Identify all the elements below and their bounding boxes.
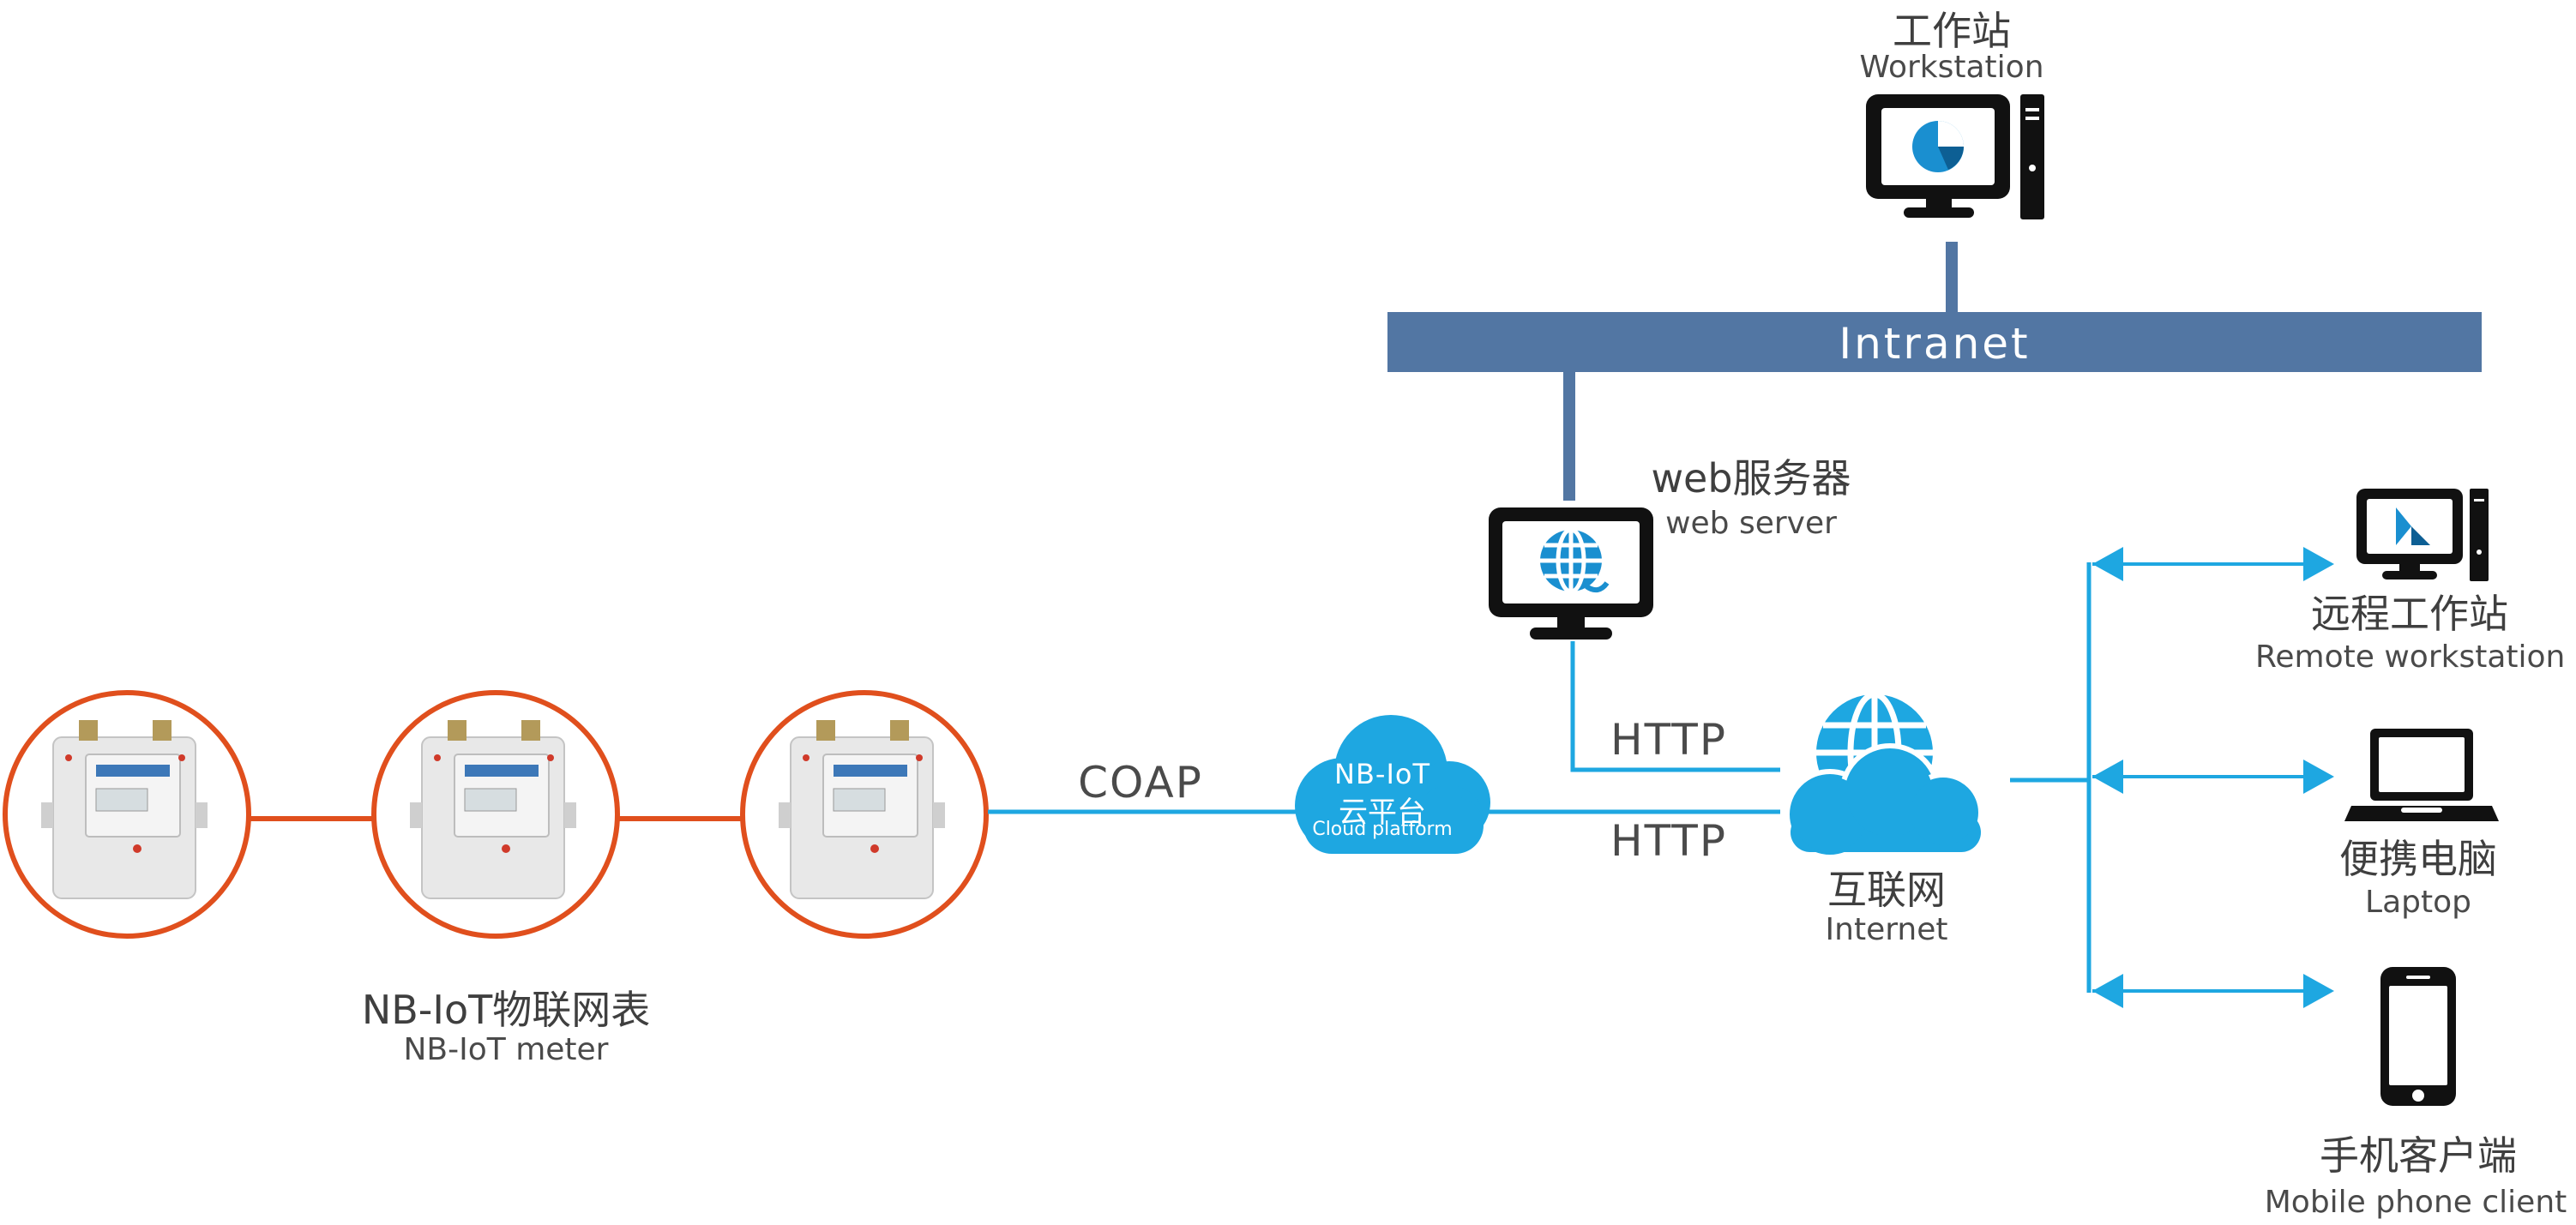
coap-label: COAP	[1078, 758, 1203, 808]
meters-label-zh: NB-IoT物联网表	[361, 987, 651, 1033]
workstation-label-zh: 工作站	[1893, 8, 2011, 54]
internet-label-zh: 互联网	[1827, 867, 1946, 913]
laptop-label-zh: 便携电脑	[2339, 836, 2497, 882]
cloud-label-zh: 云平台	[1339, 796, 1426, 830]
laptop-label-en: Laptop	[2365, 885, 2471, 920]
http-bottom-label: HTTP	[1610, 816, 1727, 866]
web-server-label-zh: web服务器	[1651, 455, 1851, 501]
remote-workstation-label-en: Remote workstation	[2255, 640, 2566, 675]
meter-2	[371, 690, 620, 939]
nbiot-cloud-icon	[1295, 715, 1490, 854]
http-top-label: HTTP	[1610, 715, 1727, 765]
meter-1	[3, 690, 251, 939]
cloud-label-en: Cloud platform	[1312, 819, 1453, 840]
meters-label-en: NB-IoT meter	[403, 1032, 609, 1067]
web-server-icon	[1489, 507, 1653, 640]
mobile-phone-icon	[2380, 967, 2456, 1106]
mobile-label-zh: 手机客户端	[2320, 1132, 2517, 1179]
workstation-intranet-link	[1946, 242, 1958, 314]
remote-workstation-label-zh: 远程工作站	[2311, 591, 2508, 637]
internet-icon	[1785, 691, 1983, 860]
meter-3	[740, 690, 989, 939]
webserver-internet-link	[1570, 641, 1780, 772]
cloud-title: NB-IoT	[1334, 758, 1430, 790]
workstation-label-en: Workstation	[1859, 50, 2044, 85]
webserver-intranet-link	[1563, 370, 1575, 501]
mobile-label-en: Mobile phone client	[2264, 1185, 2567, 1220]
intranet-label: Intranet	[1839, 319, 2031, 369]
workstation-icon	[1866, 94, 2044, 219]
web-server-label-en: web server	[1665, 506, 1837, 541]
internet-label-en: Internet	[1825, 912, 1948, 947]
remote-workstation-icon	[2356, 489, 2489, 581]
intranet-bar	[1387, 312, 2482, 372]
laptop-icon	[2344, 729, 2499, 821]
